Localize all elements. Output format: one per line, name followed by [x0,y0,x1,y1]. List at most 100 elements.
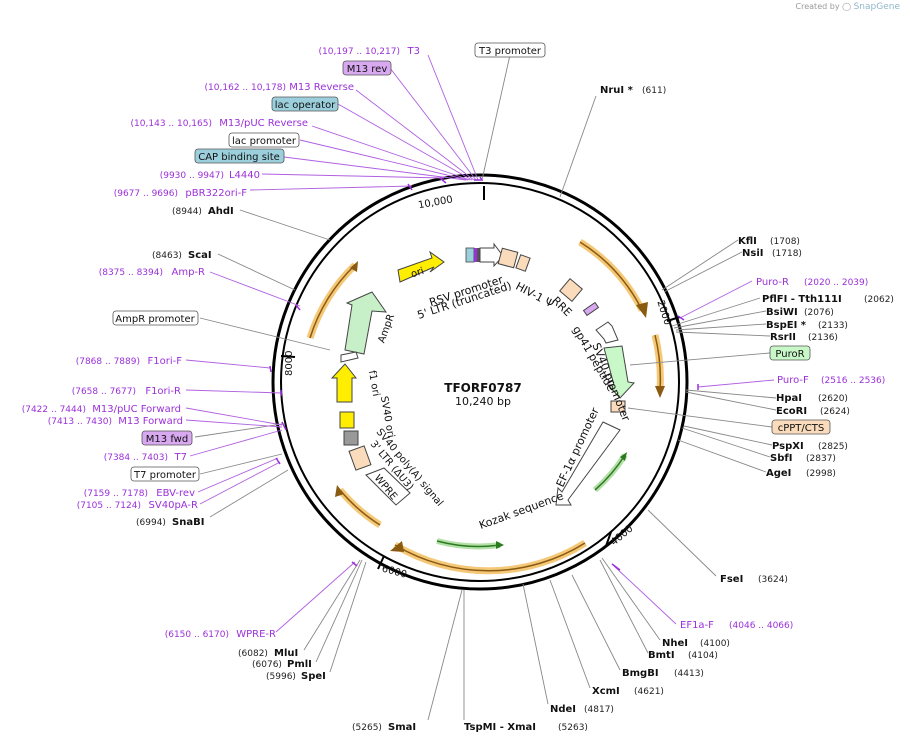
line-ebv [197,457,279,493]
cppt-feature [610,400,626,413]
primer-m13puc-fwd-name: M13/pUC Forward [92,404,181,415]
line-ef1a-f [613,565,677,625]
m13-rev-feature [474,248,477,262]
primer-t3-name: T3 [407,46,420,57]
lac-operator-box [271,96,339,112]
primer-puror-pos: (2020 .. 2039) [804,278,868,288]
line-pmli [315,559,363,663]
line-f1ori-r [185,389,283,394]
ef1a-promoter-feature [555,421,621,506]
line-m13-forward [185,419,283,428]
lac-operator-feature [477,248,480,262]
site-ahdi-pos: (8944) [172,207,202,217]
primer-m13forward-pos: (7413 .. 7430) [48,417,112,427]
primer-ampr-pos: (8375 .. 8394) [99,268,163,278]
site-fsei-pos: (3624) [758,575,788,585]
site-xcmi-pos: (4621) [634,687,664,697]
primer-mark-ebv [275,457,281,465]
line-t3-promoter [481,54,511,181]
line-lac-operator [337,103,473,181]
primer-m13forward-name: M13 Forward [118,416,183,427]
primer-mark-m13 [281,421,287,431]
puror-label: PuroR [775,349,804,360]
primer-wpre-pos: (6150 .. 6170) [165,630,229,640]
primer-f1orir-name: F1ori-R [145,386,181,397]
line-rsrii [675,331,771,337]
f1-ori-label: f1 ori [366,370,381,398]
primer-mark-wpre [351,561,358,567]
line-ahdi [239,209,331,241]
primer-sv40pa-name: SV40pA-R [149,500,198,511]
line-wpre-r [275,561,356,633]
hiv-label: HIV-1 Ψ [513,280,556,311]
puror-feature [603,345,636,399]
site-scai: ScaI [188,250,212,261]
line-sbfi [681,427,771,458]
line-kfli [661,239,739,291]
m13-rev-box [342,60,392,76]
site-nrui: NruI * [600,85,634,96]
primer-m13reverse-pos: (10,162 .. 10,178) [205,83,286,93]
site-kfli-pos: (1708) [770,237,800,247]
cap-site-box [194,148,285,164]
line-scai [217,253,296,291]
site-bspei-pos: (2133) [818,321,848,331]
line-ndei [522,583,549,705]
ori-feature [397,250,445,283]
site-bspei: BspEI * [766,320,807,331]
line-t3 [427,54,479,181]
line-nsii [663,251,743,293]
cppt-label: cPPT/CTS [778,423,824,434]
backbone-outer-ring [271,173,689,591]
ampr-feature [344,291,388,355]
primer-f1orif-name: F1ori-F [148,356,183,367]
site-rsrii: RsrII [770,332,796,343]
site-kfli: KflI [738,236,757,247]
primer-t3-pos: (10,197 .. 10,217) [319,47,400,57]
lac-promoter-box [228,132,300,148]
site-smai: SmaI [388,722,416,733]
primer-t7-name: T7 [174,452,187,463]
primer-mark-l4440 [439,177,447,184]
backbone-inner-ring [280,182,680,582]
line-pflfi [671,297,761,327]
site-pmli-pos: (6076) [252,660,282,670]
ori-label: ori [410,266,426,280]
green-arc-2-head [496,541,504,549]
primer-f1orif-pos: (7868 .. 7889) [76,357,140,367]
line-mlui [303,559,361,651]
primer-wpre-name: WPRE-R [236,629,276,640]
gp41-feature [582,301,600,317]
orf-arc-1-line [579,241,643,311]
site-pspxi: PspXI [772,441,804,452]
t7-promoter-label: T7 promoter [133,470,197,481]
green-arc-1-head [620,452,627,461]
primer-puror-name: Puro-R [756,277,789,288]
site-agei-pos: (2998) [806,469,836,479]
lac-operator-label: lac operator [275,100,336,111]
primer-l4440-name: L4440 [229,170,260,181]
line-f1ori-f [185,359,271,369]
line-fsei [647,509,717,577]
site-snabi: SnaBI [172,517,204,528]
line-cppt [627,407,773,428]
primer-mark-f1ori-f [269,365,272,373]
snapgene-logo-icon: ◯ [842,2,852,11]
tick-8000 [280,355,296,358]
line-bmgbi [571,574,621,671]
primer-mark-pbr [407,183,413,191]
site-rsrii-pos: (2136) [808,333,838,343]
site-snabi-pos: (6994) [136,518,166,528]
primer-mark-ampr [295,304,301,311]
site-bsiwi: BsiWI [766,307,798,318]
site-bmti-pos: (4104) [688,651,718,661]
site-hpai-pos: (2620) [818,394,848,404]
green-arc-2-line [436,540,501,548]
site-bsiwi-pos: (2076) [804,308,834,318]
primer-ebv-pos: (7159 .. 7178) [84,489,148,499]
site-mlui-pos: (6082) [238,649,268,659]
site-ahdi: AhdI [208,206,234,217]
plasmid-name: TFORF0787 [444,381,521,395]
primer-f1orir-pos: (7658 .. 7677) [72,387,136,397]
